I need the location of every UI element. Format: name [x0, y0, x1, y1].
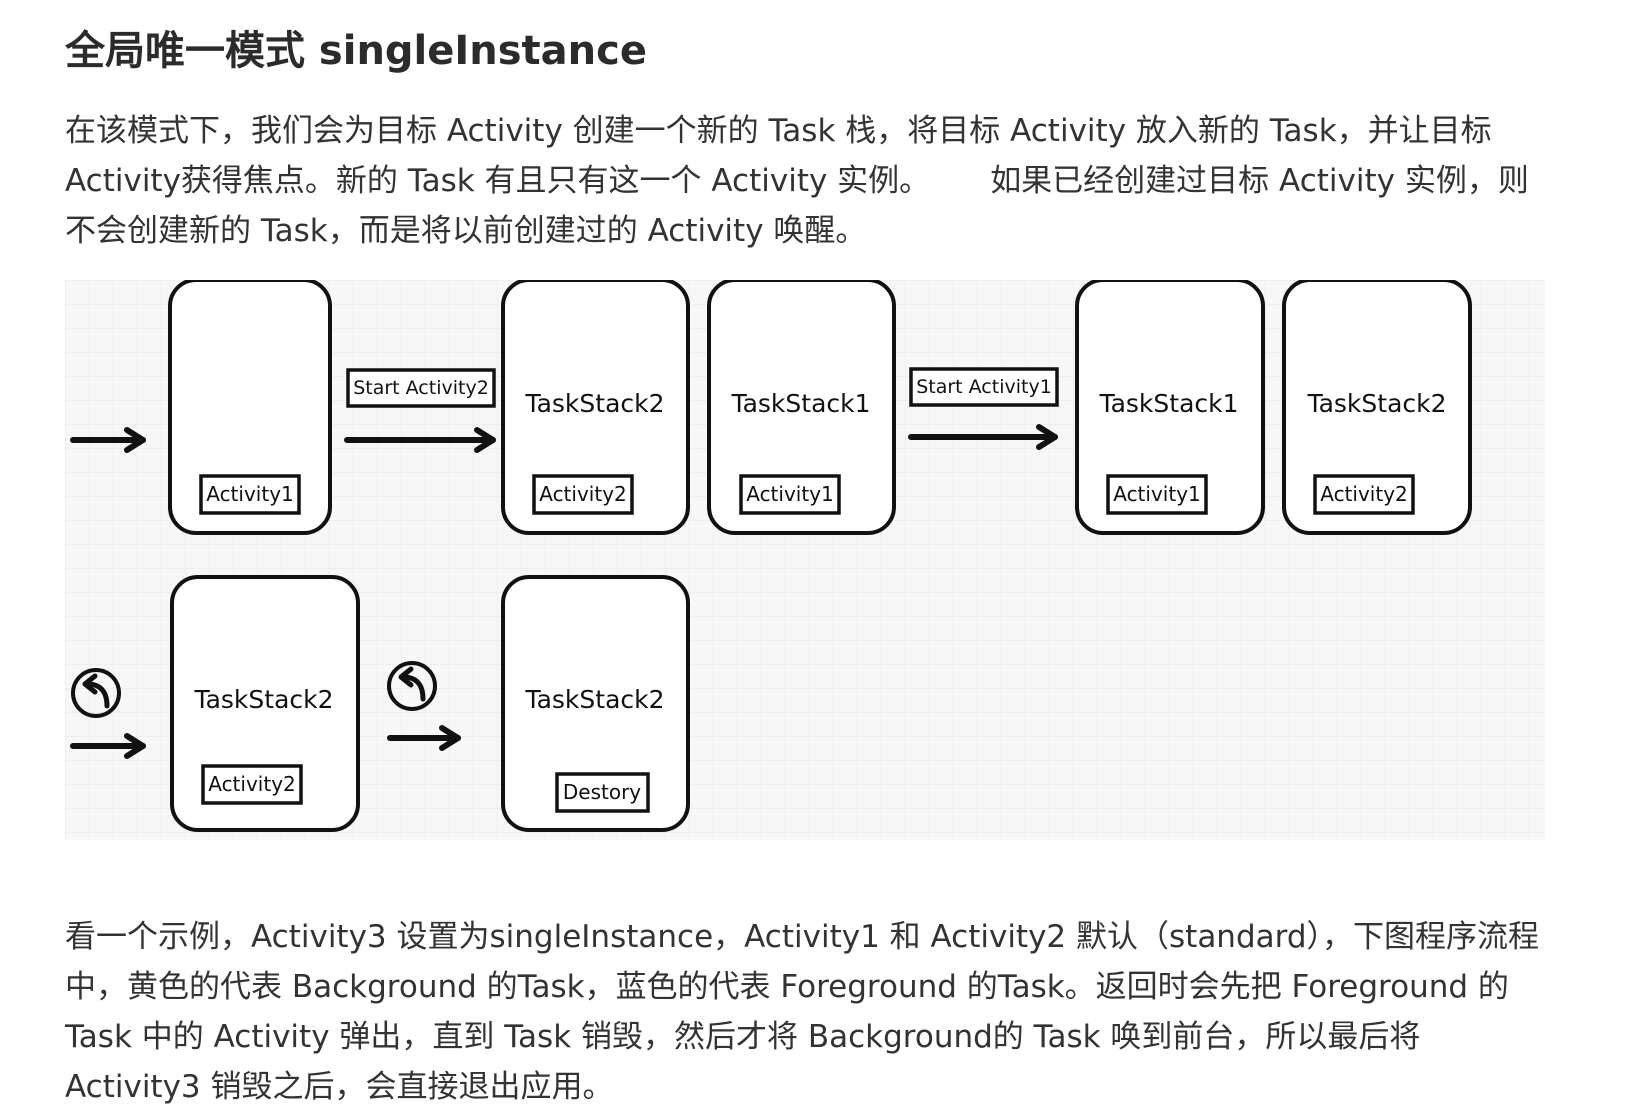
- destory-label: Destory: [563, 780, 641, 804]
- activity-label: Activity1: [206, 482, 294, 506]
- activity-box: [1106, 474, 1208, 515]
- section-heading: 全局唯一模式 singleInstance: [65, 28, 647, 74]
- task-stack-title: TaskStack2: [193, 685, 333, 714]
- intro-line-2b: 如果已经创建过目标 Activity 实例，则: [990, 163, 1529, 199]
- task-stack: Activity1: [168, 280, 332, 535]
- activity-label: Activity2: [1320, 482, 1408, 506]
- task-stack-title: TaskStack2: [1306, 389, 1446, 418]
- svg-text:Start Activity1: Start Activity1: [916, 376, 1052, 398]
- back-arrow-icon: [71, 668, 121, 718]
- back-arrow-icon: [387, 661, 437, 711]
- example-paragraph: 看一个示例，Activity3 设置为singleInstance，Activi…: [65, 912, 1585, 1112]
- activity-box: [1313, 474, 1415, 515]
- right-arrow-icon: [387, 725, 461, 751]
- start-activity2-label: Start Activity2: [346, 368, 496, 408]
- svg-text:Start Activity2: Start Activity2: [353, 377, 489, 399]
- example-line-3: Task 中的 Activity 弹出，直到 Task 销毁，然后才将 Back…: [65, 1019, 1421, 1055]
- right-arrow-icon: [344, 427, 496, 453]
- activity-label: Activity1: [746, 482, 834, 506]
- example-line-4: Activity3 销毁之后，会直接退出应用。: [65, 1069, 614, 1105]
- task-stack: TaskStack2 Activity2: [1282, 280, 1472, 535]
- singleinstance-diagram: Activity1 Start Activity2 TaskStack2 Act…: [65, 280, 1545, 840]
- task-stack-title: TaskStack2: [524, 685, 664, 714]
- task-stack-title: TaskStack1: [1098, 389, 1238, 418]
- task-stack: TaskStack2 Activity2: [170, 575, 360, 832]
- intro-line-3: 不会创建新的 Task，而是将以前创建过的 Activity 唤醒。: [65, 213, 867, 249]
- right-arrow-icon: [908, 424, 1058, 450]
- task-stack-title: TaskStack1: [730, 389, 870, 418]
- task-stack-title: TaskStack2: [524, 389, 664, 418]
- task-stack: TaskStack2 Destory: [501, 575, 690, 832]
- intro-paragraph: 在该模式下，我们会为目标 Activity 创建一个新的 Task 栈，将目标 …: [65, 106, 1585, 256]
- example-line-2: 中，黄色的代表 Background 的Task，蓝色的代表 Foregroun…: [65, 969, 1509, 1005]
- activity-box: [532, 474, 634, 515]
- example-line-1: 看一个示例，Activity3 设置为singleInstance，Activi…: [65, 919, 1540, 955]
- right-arrow-icon: [70, 427, 146, 453]
- task-stack: TaskStack1 Activity1: [707, 280, 896, 535]
- task-stack: TaskStack1 Activity1: [1075, 280, 1265, 535]
- activity-label: Activity2: [208, 772, 296, 796]
- intro-line-2: Activity获得焦点。新的 Task 有且只有这一个 Activity 实例…: [65, 156, 1585, 206]
- activity-box: [201, 764, 303, 805]
- activity-label: Activity1: [1113, 482, 1201, 506]
- right-arrow-icon: [70, 733, 146, 759]
- activity-label: Activity2: [539, 482, 627, 506]
- activity-box: [199, 474, 301, 515]
- task-stack: TaskStack2 Activity2: [501, 280, 690, 535]
- intro-line-2a: Activity获得焦点。新的 Task 有且只有这一个 Activity 实例…: [65, 163, 931, 199]
- intro-line-1: 在该模式下，我们会为目标 Activity 创建一个新的 Task 栈，将目标 …: [65, 113, 1492, 149]
- activity-box: [739, 474, 841, 515]
- start-activity1-label: Start Activity1: [909, 367, 1059, 407]
- destory-box: [555, 772, 650, 813]
